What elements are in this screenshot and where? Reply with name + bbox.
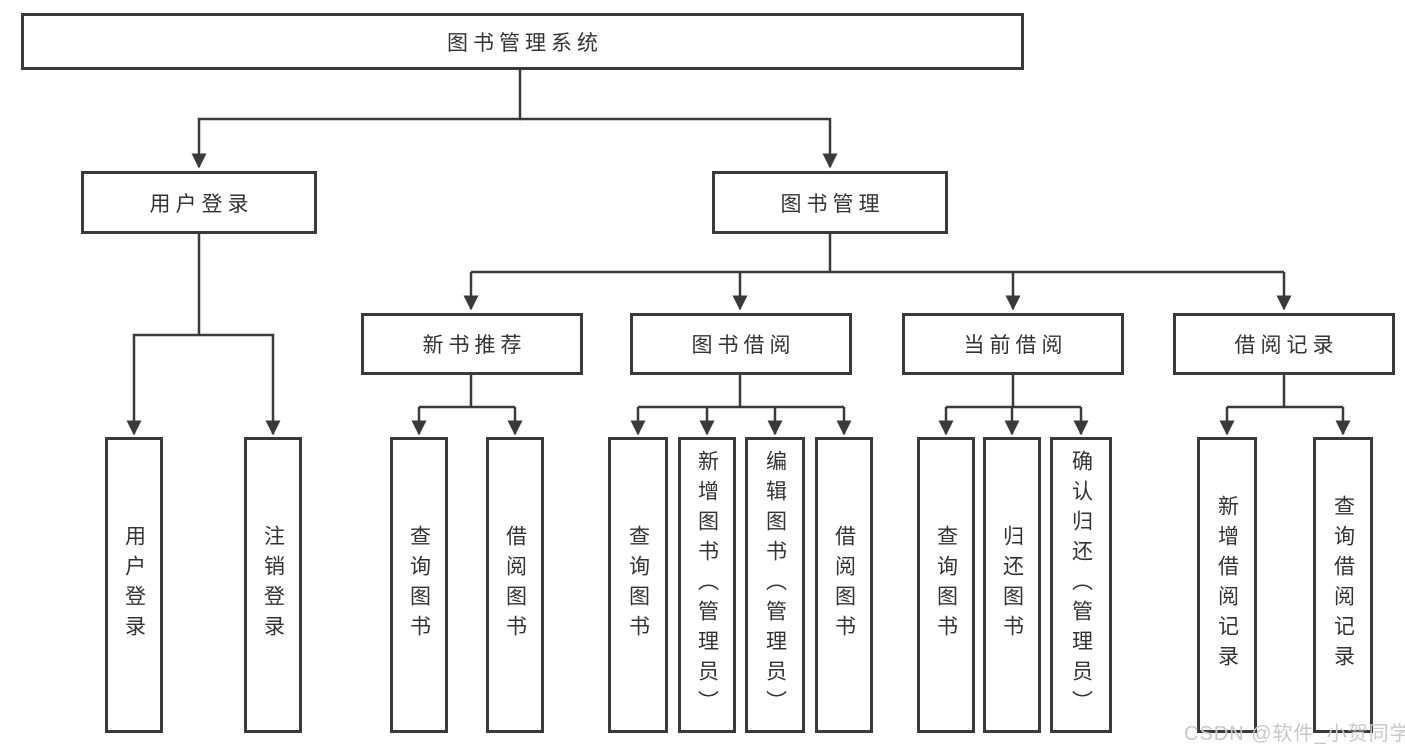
- connector-user-login-to-leaf1: [126, 333, 199, 436]
- node-library-management-system: 图书管理系统: [21, 13, 1024, 70]
- leaf-add-books-admin: 新增图书（管理员）: [678, 437, 736, 733]
- leaf-edit-books-admin-label: 编辑图书（管理员）: [763, 450, 787, 720]
- leaf-borrow-books: 借阅图书: [815, 437, 873, 733]
- node-user-login: 用户登录: [81, 171, 317, 234]
- leaf-logout: 注销登录: [244, 437, 302, 733]
- node-borrow-records: 借阅记录: [1173, 313, 1395, 375]
- leaf-query-books-borrow-label: 查询图书: [626, 525, 650, 645]
- leaf-add-borrow-record-label: 新增借阅记录: [1215, 495, 1239, 675]
- leaf-logout-label: 注销登录: [261, 525, 285, 645]
- leaf-query-books-recommend: 查询图书: [390, 437, 448, 733]
- connector-root-to-book-management: [520, 117, 838, 169]
- leaf-user-login-label: 用户登录: [122, 525, 146, 645]
- node-book-borrow: 图书借阅: [630, 313, 852, 375]
- leaf-query-books-current: 查询图书: [917, 437, 975, 733]
- node-book-management: 图书管理: [712, 171, 948, 234]
- node-current-borrow: 当前借阅: [902, 313, 1124, 375]
- leaf-borrow-books-recommend: 借阅图书: [486, 437, 544, 733]
- leaf-add-books-admin-label: 新增图书（管理员）: [695, 450, 719, 720]
- leaf-query-borrow-record: 查询借阅记录: [1313, 437, 1373, 733]
- csdn-watermark: CSDN @软件_小贺同学: [1184, 723, 1405, 745]
- leaf-confirm-return-admin-label: 确认归还（管理员）: [1069, 450, 1093, 720]
- leaf-edit-books-admin: 编辑图书（管理员）: [745, 437, 805, 733]
- connector-root-to-user-login: [191, 70, 522, 169]
- leaf-user-login: 用户登录: [105, 437, 163, 733]
- leaf-add-borrow-record: 新增借阅记录: [1197, 437, 1257, 733]
- leaf-confirm-return-admin: 确认归还（管理员）: [1050, 437, 1112, 733]
- leaf-query-books-recommend-label: 查询图书: [407, 525, 431, 645]
- leaf-return-books-label: 归还图书: [1000, 525, 1024, 645]
- leaf-query-books-current-label: 查询图书: [934, 525, 958, 645]
- leaf-borrow-books-recommend-label: 借阅图书: [503, 525, 527, 645]
- leaf-query-borrow-record-label: 查询借阅记录: [1331, 495, 1355, 675]
- leaf-query-books-borrow: 查询图书: [608, 437, 668, 733]
- leaf-return-books: 归还图书: [983, 437, 1041, 733]
- leaf-borrow-books-label: 借阅图书: [832, 525, 856, 645]
- node-new-book-recommend: 新书推荐: [361, 313, 583, 375]
- connector-user-login-to-leaf2: [199, 333, 281, 436]
